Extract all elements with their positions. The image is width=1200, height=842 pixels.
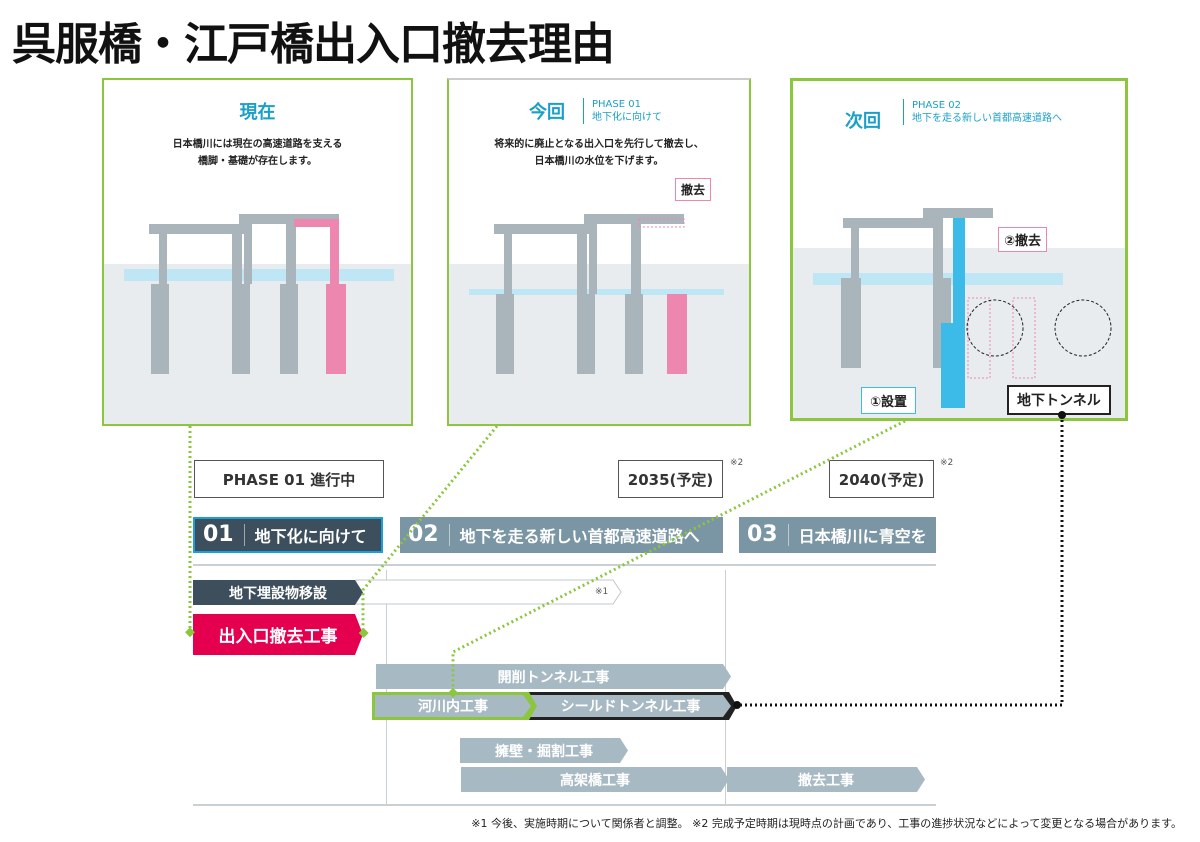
panel-desc: 将来的に廃止となる出入口を先行して撤去し、日本橋川の水位を下げます。 [449, 136, 749, 170]
panel-desc-line: 橋脚・基礎が存在します。 [198, 156, 317, 167]
phase-number: 01 [195, 524, 245, 546]
bar-viaduct: 高架橋工事 [461, 767, 729, 792]
phase-03[interactable]: 03 日本橋川に青空を [739, 517, 936, 553]
note-mark: ※2 [940, 458, 954, 468]
panel-phase02: 次回 PHASE 02 地下を走る新しい首都高速道路へ ②撤去 ①設置 地下トンネ… [790, 78, 1128, 421]
bridge-illustration [449, 214, 749, 424]
panel-phase-label: PHASE 01 [592, 99, 641, 110]
phase-number: 02 [400, 524, 450, 546]
bar-retaining-wall: 擁壁・掘割工事 [460, 738, 628, 763]
panel-title: 現在 [239, 102, 276, 123]
bar-cut-tunnel: 開削トンネル工事 [376, 664, 731, 689]
date-bubble-2035: 2035(予定) [618, 460, 723, 498]
bar-utility-relocation: 地下埋設物移設 [193, 580, 363, 605]
panel-title: 次回 [845, 111, 881, 132]
panel-desc-line: 将来的に廃止となる出入口を先行して撤去し、 [494, 139, 704, 150]
bar-river-works: 河川内工事 [375, 695, 531, 717]
note-mark: ※1 [595, 587, 609, 597]
connector-tunnel [737, 415, 1064, 707]
bar-shield-tunnel: シールドトンネル工事 [530, 695, 731, 717]
divider [193, 564, 936, 566]
date-bubble-2040: 2040(予定) [829, 460, 934, 498]
install-callout: ①設置 [861, 387, 917, 414]
bar-removal: 撤去工事 [727, 767, 925, 792]
panel-phase-label: PHASE 02 [912, 100, 961, 111]
panel-desc-line: 日本橋川の水位を下げます。 [534, 156, 664, 167]
footnote: ※1 今後、実施時期について関係者と調整。 ※2 完成予定時期は現時点の計画であ… [471, 817, 1182, 830]
panel-title: 今回 [529, 102, 565, 123]
phase-01[interactable]: 01 地下化に向けて [193, 517, 383, 553]
phase-label: 地下化に向けて [254, 527, 367, 546]
panel-desc-line: 日本橋川には現在の高速道路を支える [172, 139, 343, 150]
page-title: 呉服橋・江戸橋出入口撤去理由 [12, 19, 615, 70]
phase-label: 地下を走る新しい首都高速道路へ [459, 527, 700, 546]
remove-callout: 撤去 [675, 178, 712, 201]
remove-callout: ②撤去 [998, 227, 1048, 252]
divider [725, 570, 726, 805]
panel-phase01: 今回 PHASE 01 地下化に向けて 将来的に廃止となる出入口を先行して撤去し、… [447, 78, 751, 426]
panel-desc: 日本橋川には現在の高速道路を支える橋脚・基礎が存在します。 [104, 136, 411, 170]
note-mark: ※2 [730, 458, 744, 468]
divider [193, 804, 936, 806]
phase-status-bubble: PHASE 01 進行中 [194, 460, 384, 498]
phase-number: 03 [739, 524, 789, 546]
tunnel-illustration [793, 208, 1125, 418]
bar-exit-removal: 出入口撤去工事 [193, 614, 363, 655]
utility-outline [355, 579, 622, 605]
panel-current: 現在 日本橋川には現在の高速道路を支える橋脚・基礎が存在します。 [102, 78, 413, 426]
phase-02[interactable]: 02 地下を走る新しい首都高速道路へ [400, 517, 723, 553]
panel-phase: PHASE 01 地下化に向けて [583, 98, 662, 124]
panel-phase-sub: 地下化に向けて [592, 112, 662, 123]
panel-phase-sub: 地下を走る新しい首都高速道路へ [912, 113, 1062, 124]
phase-label: 日本橋川に青空を [798, 527, 927, 546]
panel-phase: PHASE 02 地下を走る新しい首都高速道路へ [903, 99, 1062, 125]
tunnel-callout: 地下トンネル [1007, 385, 1111, 415]
bridge-illustration [104, 214, 411, 424]
